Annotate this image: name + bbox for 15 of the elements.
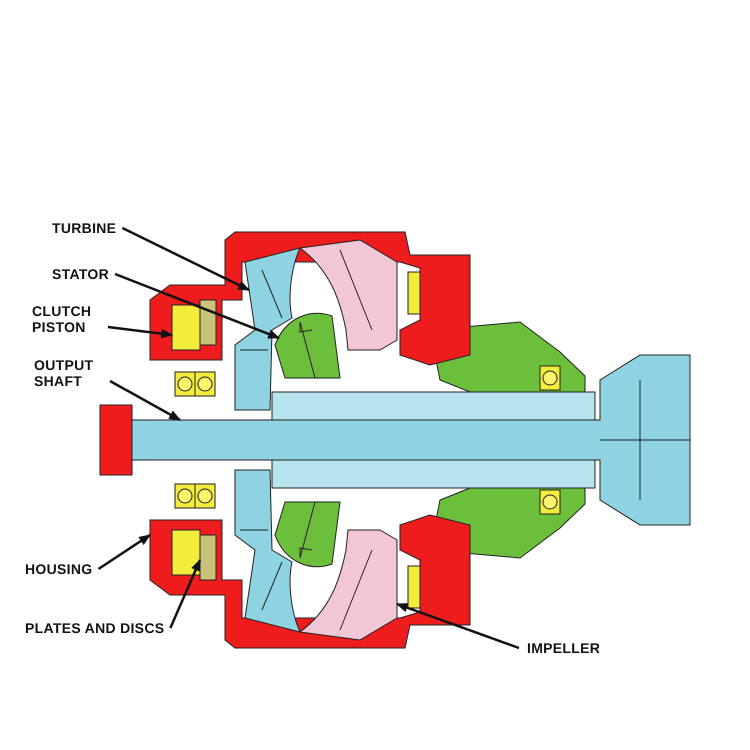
- leader-arrow: [122, 226, 250, 292]
- leader-arrow: [169, 558, 202, 628]
- part-label: HOUSING: [25, 561, 92, 577]
- leader-arrow: [396, 602, 520, 650]
- leader-arrow: [108, 326, 174, 338]
- leader-arrow: [109, 380, 182, 422]
- part-label: STATOR: [52, 266, 110, 282]
- part-label: CLUTCH PISTON: [32, 303, 102, 335]
- leader-arrow: [114, 272, 280, 340]
- part-label: IMPELLER: [527, 640, 600, 656]
- output-shaft-section: [132, 354, 690, 526]
- part-label: TURBINE: [52, 220, 116, 236]
- leader-arrow: [98, 534, 151, 570]
- part-label: PLATES AND DISCS: [25, 620, 164, 636]
- part-label: OUTPUT SHAFT: [34, 357, 104, 389]
